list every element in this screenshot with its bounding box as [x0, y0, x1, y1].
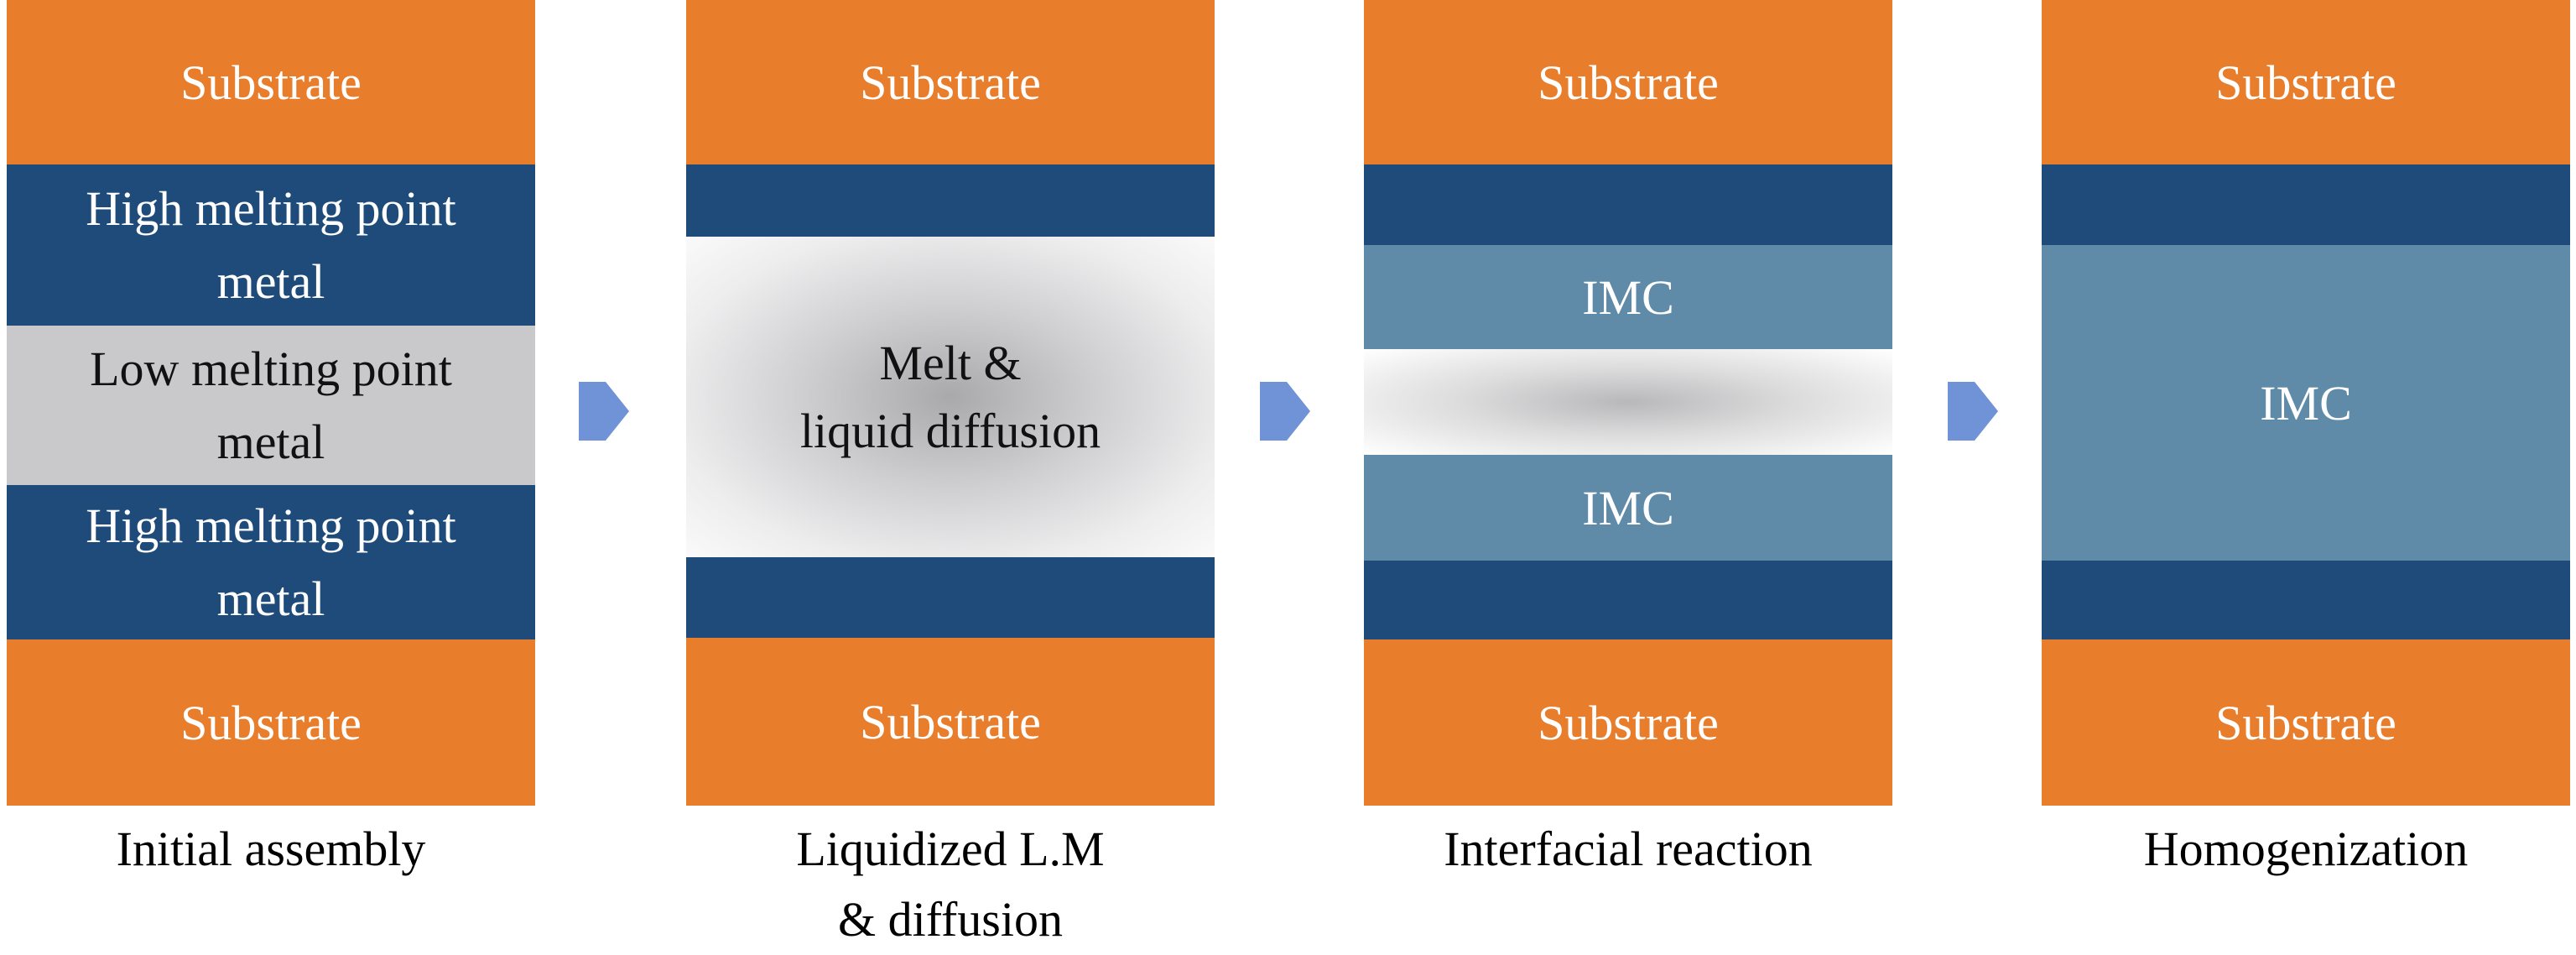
bottom-substrate-1: Substrate: [7, 639, 535, 806]
imc-label: IMC: [2260, 375, 2352, 431]
bottom-substrate-4: Substrate: [2042, 639, 2570, 806]
upper-high-melting-metal-3: [1364, 164, 1892, 245]
top-substrate-2: Substrate: [686, 0, 1215, 164]
bottom-substrate-label: Substrate: [180, 695, 362, 750]
stage-initial-assembly: Substrate High melting point metal Low m…: [7, 0, 535, 639]
top-substrate-label: Substrate: [1538, 55, 1719, 110]
right-arrow-icon: [579, 382, 629, 441]
top-substrate-4: Substrate: [2042, 0, 2570, 164]
imc-layer: IMC: [2042, 245, 2570, 561]
caption-label: Initial assembly: [116, 822, 426, 876]
melt-label-line1: Melt &: [879, 335, 1022, 390]
upper-high-melting-metal-4: [2042, 164, 2570, 245]
upper-high-melting-metal-2: [686, 164, 1215, 237]
bottom-substrate-label: Substrate: [2215, 695, 2396, 750]
caption-label: Homogenization: [2143, 822, 2469, 876]
lower-high-melting-metal-3: [1364, 561, 1892, 639]
upper-high-melting-metal: High melting point metal: [7, 164, 535, 326]
melt-label-line2: liquid diffusion: [799, 404, 1101, 458]
lower-high-melting-metal-label: High melting point metal: [86, 498, 456, 626]
top-substrate-label: Substrate: [2215, 55, 2396, 110]
caption-label: Interfacial reaction: [1444, 822, 1813, 876]
bottom-substrate-label: Substrate: [860, 694, 1041, 749]
melt-liquid-diffusion-zone: Melt & liquid diffusion: [686, 237, 1215, 557]
lower-high-melting-metal-4: [2042, 561, 2570, 639]
caption-interfacial-reaction: Interfacial reaction: [1293, 814, 1964, 885]
caption-initial-assembly: Initial assembly: [0, 814, 606, 885]
upper-high-melting-metal-label: High melting point metal: [86, 181, 456, 309]
low-melting-metal: Low melting point metal: [7, 326, 535, 485]
bottom-substrate-3: Substrate: [1364, 639, 1892, 806]
low-melting-metal-label: Low melting point metal: [90, 342, 452, 469]
caption-homogenization: Homogenization: [1970, 814, 2576, 885]
bottom-substrate-label: Substrate: [1538, 695, 1719, 750]
lower-imc-label: IMC: [1582, 480, 1674, 535]
top-substrate-3: Substrate: [1364, 0, 1892, 164]
caption-liquidized: Liquidized L.M & diffusion: [615, 814, 1286, 955]
top-substrate-label: Substrate: [860, 55, 1041, 110]
upper-imc-layer: IMC: [1364, 245, 1892, 349]
right-arrow-icon: [1260, 382, 1310, 441]
caption-line2: & diffusion: [838, 892, 1063, 947]
upper-imc-label: IMC: [1582, 269, 1674, 325]
top-substrate: Substrate: [7, 0, 535, 164]
top-substrate-label: Substrate: [180, 55, 362, 110]
bottom-substrate-2: Substrate: [686, 638, 1215, 806]
residual-liquid-gap: [1364, 349, 1892, 455]
lower-high-melting-metal-2: [686, 557, 1215, 638]
caption-line1: Liquidized L.M: [796, 822, 1105, 876]
lower-imc-layer: IMC: [1364, 455, 1892, 561]
right-arrow-icon: [1948, 382, 1998, 441]
lower-high-melting-metal: High melting point metal: [7, 485, 535, 639]
